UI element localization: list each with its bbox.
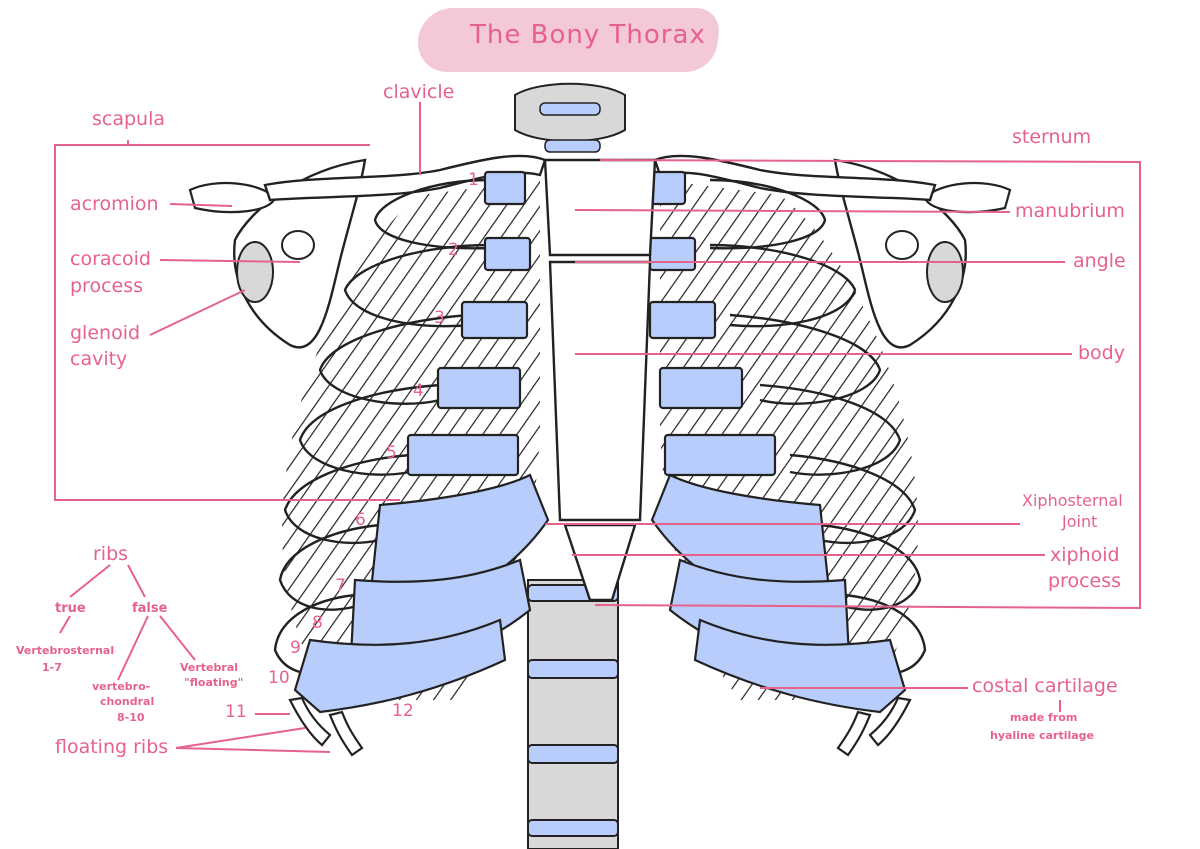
rib-number-8: 8 — [312, 613, 323, 633]
sternum — [543, 158, 657, 602]
rib-number-9: 9 — [290, 638, 301, 658]
label-manubrium: manubrium — [1015, 200, 1125, 222]
label-costal-note-1: made from — [1010, 711, 1078, 724]
ribs-right — [709, 178, 927, 676]
label-xiphoid: xiphoid — [1050, 544, 1120, 566]
ribs-tree-vertebrosternal-range: 1-7 — [42, 661, 62, 674]
rib-number-6: 6 — [355, 510, 366, 530]
label-body: body — [1078, 342, 1125, 364]
ribs-tree-vertebral: Vertebral — [180, 661, 239, 674]
costal-cartilages — [293, 170, 907, 714]
ribs-tree-true: true — [55, 601, 86, 616]
ribs-left — [273, 178, 491, 676]
ribs-tree-vertebrosternal: Vertebrosternal — [16, 644, 115, 657]
rib-number-11: 11 — [225, 702, 247, 722]
rib-number-2: 2 — [448, 240, 459, 260]
diagram-title: The Bony Thorax — [470, 20, 706, 50]
label-xiphosternal: Xiphosternal — [1022, 491, 1123, 510]
label-xiphoid-process: process — [1048, 570, 1122, 592]
label-floating-ribs: floating ribs — [55, 736, 169, 758]
rib-number-4: 4 — [413, 381, 424, 401]
ribs-tree-root: ribs — [93, 543, 129, 565]
rib-number-10: 10 — [268, 668, 290, 688]
label-clavicle: clavicle — [383, 81, 455, 103]
rib-number-7: 7 — [335, 576, 346, 596]
label-glenoid-cavity: cavity — [70, 348, 128, 370]
label-angle: angle — [1073, 250, 1126, 272]
scapulae — [188, 158, 1012, 349]
label-glenoid: glenoid — [70, 322, 141, 344]
label-costal-note-2: hyaline cartilage — [990, 729, 1095, 742]
floating-ribs — [288, 696, 912, 757]
ribs-tree-vertebrochondral-range: 8-10 — [117, 711, 145, 724]
ribs-tree-false: false — [132, 601, 168, 616]
rib-number-5: 5 — [386, 443, 397, 463]
rib-number-3: 3 — [434, 308, 445, 328]
label-xiphosternal-joint: Joint — [1062, 512, 1098, 531]
label-coracoid: coracoid — [70, 248, 151, 270]
vertebral-column — [514, 82, 626, 849]
ribs-tree-vertebrochondral-2: chondral — [100, 695, 155, 708]
rib-number-1: 1 — [468, 170, 479, 190]
label-scapula: scapula — [92, 108, 166, 130]
label-acromion: acromion — [70, 193, 159, 215]
label-sternum: sternum — [1012, 126, 1092, 148]
ribs-tree-vertebral-floating: "floating" — [184, 676, 244, 689]
rib-number-12: 12 — [392, 701, 414, 721]
label-coracoid-process: process — [70, 275, 144, 297]
leader-lines — [54, 102, 1141, 753]
ribs-tree-vertebrochondral: vertebro- — [92, 680, 151, 693]
label-costal-cartilage: costal cartilage — [972, 675, 1118, 697]
